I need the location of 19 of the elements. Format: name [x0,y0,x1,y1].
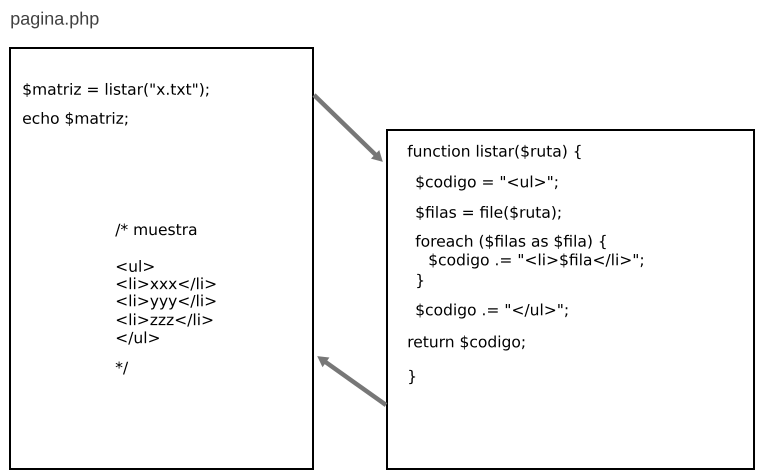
code-line: $filas = file($ruta); [416,206,560,220]
code-comment: <li>xxx</li> [116,277,216,291]
code-line: $codigo .= "<li>$fila</li>"; [430,254,643,268]
code-line: $codigo .= "</ul>"; [416,304,568,318]
code-comment: */ [116,362,128,374]
code-line: foreach ($filas as $fila) { [416,234,606,250]
file-name: pagina.php [11,12,98,28]
code-line: echo $matriz; [23,112,128,126]
code-line: } [409,370,416,384]
code-comment: <li>yyy</li> [116,294,216,310]
code-line: function listar($ruta) { [408,144,581,160]
code-comment: <ul> [116,260,154,272]
code-comment: /* muestra [115,224,196,236]
code-line: $matriz = listar("x.txt"); [23,82,208,98]
code-comment: <li>zzz</li> [116,313,212,327]
code-line: $codigo = "<ul>"; [416,176,558,190]
code-line: return $codigo; [408,336,524,350]
code-comment: </ul> [116,331,159,345]
code-line: } [417,274,424,288]
